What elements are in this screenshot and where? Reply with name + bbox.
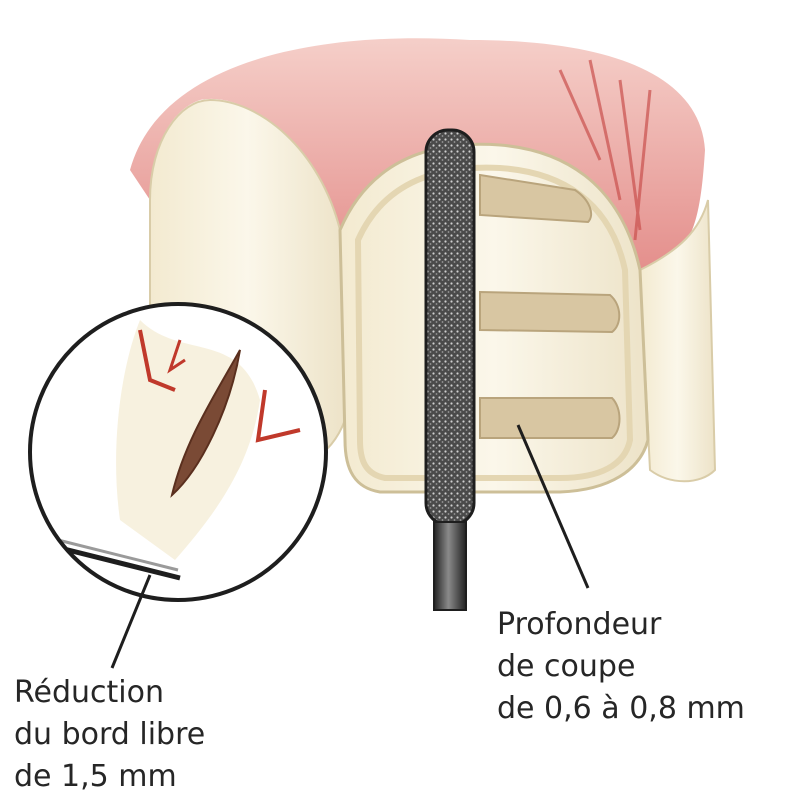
edge-reduction-line-1: Réduction bbox=[14, 672, 205, 714]
cut-depth-line-3: de 0,6 à 0,8 mm bbox=[497, 688, 745, 730]
diamond-bur-icon bbox=[426, 130, 474, 610]
edge-reduction-line-2: du bord libre bbox=[14, 714, 205, 756]
cut-depth-line-1: Profondeur bbox=[497, 604, 745, 646]
cut-depth-caption: Profondeur de coupe de 0,6 à 0,8 mm bbox=[497, 604, 745, 730]
cut-depth-line-2: de coupe bbox=[497, 646, 745, 688]
tooth-cross-section-icon bbox=[30, 304, 326, 600]
edge-reduction-line-3: de 1,5 mm bbox=[14, 756, 205, 798]
edge-reduction-caption: Réduction du bord libre de 1,5 mm bbox=[14, 672, 205, 798]
